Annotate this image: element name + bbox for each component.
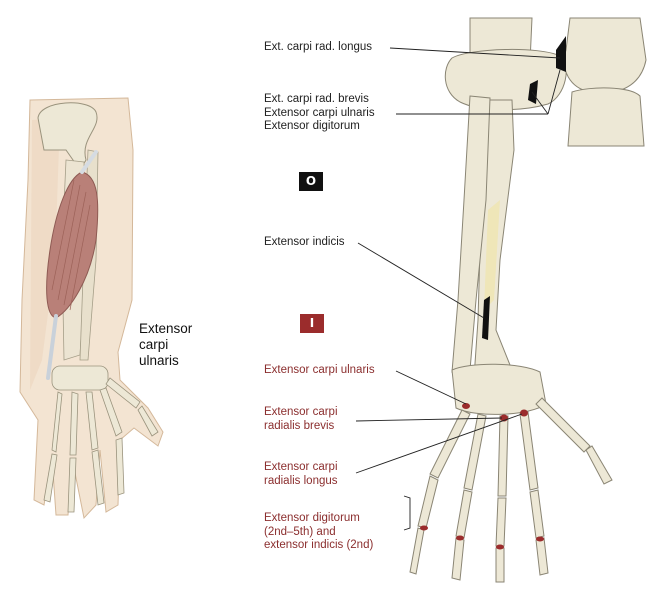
label-ext-carpi-rad-brevis: Ext. carpi rad. brevis: [264, 93, 369, 105]
olecranon-view: [567, 87, 645, 147]
forearm-illustration: [19, 97, 164, 520]
bone-illustration: [409, 17, 647, 583]
label-extensor-indicis: Extensor indicis: [264, 236, 345, 248]
label-ecr-longus-line-1: Extensor carpi: [264, 461, 338, 473]
tendon-insertion: [46, 314, 58, 380]
label-origin-group: Ext. carpi rad. brevis Extensor carpi ul…: [264, 93, 375, 134]
label-digitorum-line-3: extensor indicis (2nd): [264, 539, 374, 551]
forearm-shadow: [30, 118, 60, 390]
label-ecr-longus-line-2: radialis longus: [264, 474, 338, 487]
origin-mark-ecrl: [556, 36, 566, 72]
origin-marks: [482, 36, 566, 340]
label-ext-carpi-rad-longus: Ext. carpi rad. longus: [264, 41, 373, 53]
label-extensor-carpi-ulnaris-insertion: Extensor carpi ulnaris: [264, 364, 375, 376]
label-digitorum-line-2: (2nd–5th) and: [264, 525, 336, 538]
label-ecr-brevis-line-1: Extensor carpi: [264, 406, 338, 418]
muscle-fibers: [51, 179, 91, 311]
hand-bones: [43, 365, 159, 513]
origin-mark-indicis: [482, 296, 490, 340]
origin-badge: O: [299, 172, 323, 191]
label-extensor-digitorum-origin: Extensor digitorum: [264, 120, 360, 132]
humerus-posterior: [563, 17, 647, 94]
interosseous-membrane: [484, 200, 500, 310]
muscle-title-line-3: ulnaris: [139, 353, 179, 368]
label-ecr-brevis-insertion: Extensor carpi radialis brevis: [264, 406, 338, 433]
label-extensor-carpi-ulnaris-origin: Extensor carpi ulnaris: [264, 106, 375, 119]
muscle-title-line-1: Extensor: [139, 321, 193, 336]
muscle-title-line-2: carpi: [139, 337, 169, 352]
label-ecr-longus-insertion: Extensor carpi radialis longus: [264, 461, 338, 488]
label-digitorum-indicis-insertion: Extensor digitorum (2nd–5th) and extenso…: [264, 512, 373, 553]
label-ecr-brevis-line-2: radialis brevis: [264, 419, 335, 432]
origin-mark-common: [528, 80, 538, 104]
humerus-elbow: [37, 102, 98, 171]
label-digitorum-line-1: Extensor digitorum: [264, 512, 360, 524]
leader-lines: [355, 47, 561, 531]
tendon-origin: [80, 150, 98, 174]
muscle-title: Extensor carpi ulnaris: [139, 321, 192, 369]
insertion-badge: I: [300, 314, 324, 333]
